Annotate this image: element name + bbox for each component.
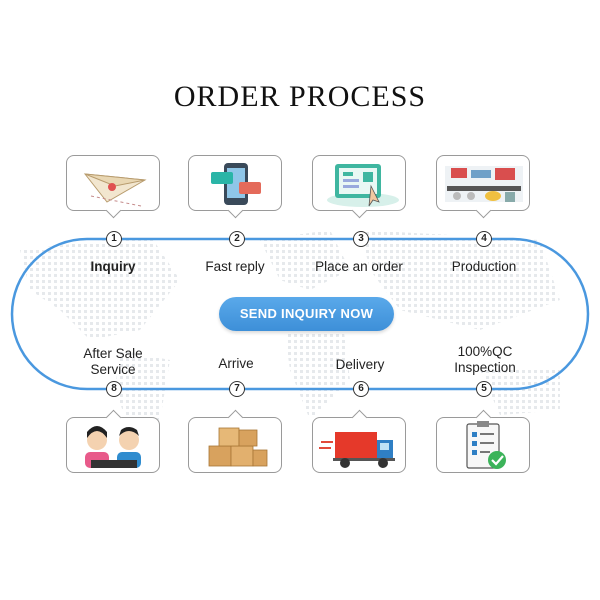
phone-chat-icon — [211, 163, 261, 205]
online-order-icon — [327, 164, 399, 207]
step-number-2: 2 — [229, 231, 245, 247]
step-label-production: Production — [451, 259, 517, 274]
step-label-place-order: Place an order — [315, 259, 403, 274]
production-card — [436, 155, 530, 219]
arrive-card — [188, 409, 282, 473]
truck-icon — [319, 432, 395, 468]
inquiry-card — [66, 155, 160, 219]
step-label-arrive: Arrive — [218, 356, 254, 371]
step-label-inquiry: Inquiry — [90, 259, 136, 274]
after-sale-card — [66, 409, 160, 473]
boxes-icon — [208, 427, 268, 467]
factory-icon — [445, 166, 523, 202]
step-label-after-sale-line2: Service — [90, 362, 136, 377]
step-label-after-sale-line1: After Sale — [83, 346, 143, 361]
step-label-qc-line2: Inspection — [454, 360, 516, 375]
step-number-8: 8 — [106, 381, 122, 397]
step-number-5: 5 — [476, 381, 492, 397]
qc-inspection-card — [436, 409, 530, 473]
delivery-card — [312, 409, 406, 473]
page-title: ORDER PROCESS — [173, 80, 427, 113]
step-label-qc-line1: 100%QC — [457, 344, 513, 359]
customer-service-icon — [85, 426, 141, 468]
step-number-6: 6 — [353, 381, 369, 397]
send-inquiry-button[interactable]: SEND INQUIRY NOW — [219, 297, 394, 331]
step-number-4: 4 — [476, 231, 492, 247]
fast-reply-card — [188, 155, 282, 219]
step-number-3: 3 — [353, 231, 369, 247]
step-number-1: 1 — [106, 231, 122, 247]
step-number-7: 7 — [229, 381, 245, 397]
step-label-delivery: Delivery — [335, 357, 385, 372]
place-order-card — [312, 155, 406, 219]
step-label-fast-reply: Fast reply — [205, 259, 265, 274]
checklist-icon — [466, 421, 506, 469]
paper-plane-icon — [83, 173, 147, 207]
